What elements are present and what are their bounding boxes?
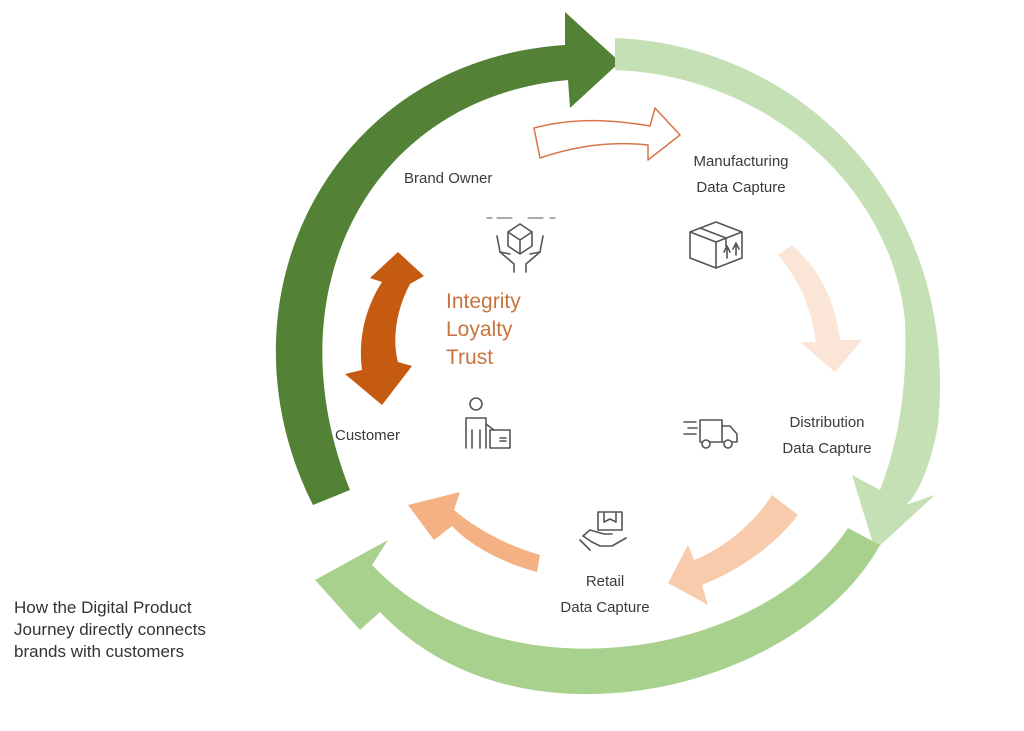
customer-label: Customer [335, 427, 401, 444]
brand-owner-label: Brand Owner [404, 170, 493, 187]
person-with-box-icon [465, 397, 511, 449]
hand-receiving-package-icon [579, 511, 627, 551]
value-integrity: Integrity [446, 290, 521, 313]
brand-to-manufacturing-arrow [533, 107, 681, 161]
outer-cycle-arrow-supply-side [615, 38, 941, 550]
value-trust: Trust [446, 346, 494, 369]
manufacturing-label: Manufacturing Data Capture [693, 153, 789, 196]
outer-cycle-arrow-return-side [315, 528, 880, 695]
value-loyalty: Loyalty [446, 318, 513, 341]
delivery-truck-icon [683, 419, 738, 449]
brand-customer-double-arrow [345, 252, 424, 405]
outer-cycle-arrow-brand-side [275, 12, 620, 505]
retail-label: Retail Data Capture [560, 573, 650, 616]
core-values: Integrity Loyalty Trust [446, 288, 521, 372]
distribution-label: Distribution Data Capture [782, 414, 872, 457]
hands-holding-box-icon [486, 217, 556, 273]
diagram-caption: How the Digital Product Journey directly… [14, 598, 206, 661]
distribution-to-retail-arrow [668, 495, 798, 605]
package-box-icon [689, 221, 743, 269]
retail-to-customer-arrow [408, 492, 540, 572]
manufacturing-to-distribution-arrow [778, 245, 862, 372]
